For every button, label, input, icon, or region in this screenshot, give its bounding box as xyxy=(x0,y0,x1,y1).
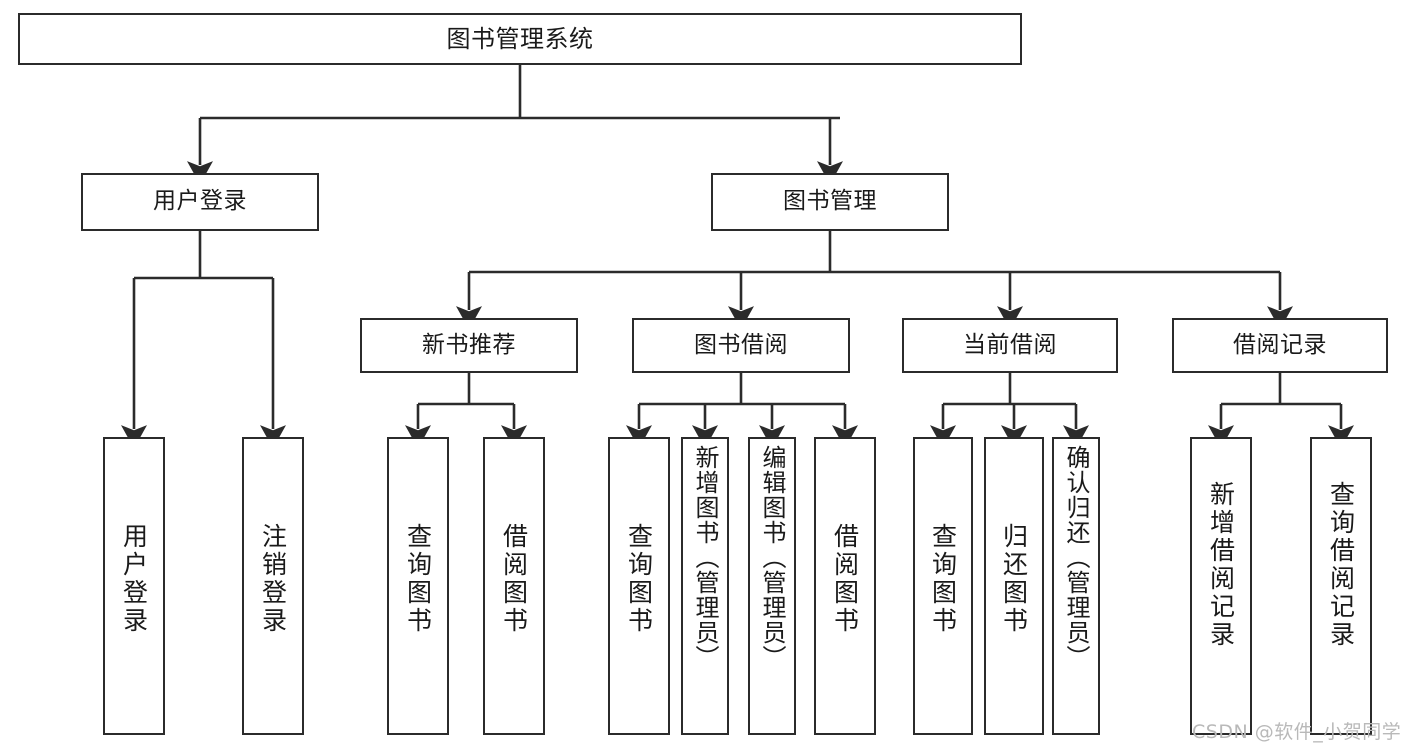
leaf-query-book-3[interactable]: 查询图书 xyxy=(913,437,973,735)
node-new-book-recommend[interactable]: 新书推荐 xyxy=(360,318,578,373)
leaf-return-book-label: 归还图书 xyxy=(999,523,1029,635)
leaf-borrow-book-2-label: 借阅图书 xyxy=(830,523,860,635)
node-root[interactable]: 图书管理系统 xyxy=(18,13,1022,65)
leaf-query-book-2[interactable]: 查询图书 xyxy=(608,437,670,735)
leaf-query-book-1-label: 查询图书 xyxy=(403,523,433,635)
node-book-borrow-label: 图书借阅 xyxy=(694,331,788,358)
leaf-logout-label: 注销登录 xyxy=(258,523,288,635)
leaf-borrow-book-1-label: 借阅图书 xyxy=(499,523,529,635)
leaf-add-borrow-record[interactable]: 新增借阅记录 xyxy=(1190,437,1252,735)
leaf-borrow-book-2[interactable]: 借阅图书 xyxy=(814,437,876,735)
leaf-borrow-book-1[interactable]: 借阅图书 xyxy=(483,437,545,735)
leaf-edit-book-admin[interactable]: 编辑图书（管理员） xyxy=(748,437,796,735)
leaf-query-book-2-label: 查询图书 xyxy=(624,523,654,635)
leaf-user-login[interactable]: 用户登录 xyxy=(103,437,165,735)
node-borrow-record-label: 借阅记录 xyxy=(1233,331,1327,358)
node-book-management-label: 图书管理 xyxy=(783,188,877,215)
leaf-add-borrow-record-label: 新增借阅记录 xyxy=(1206,481,1236,649)
node-new-book-recommend-label: 新书推荐 xyxy=(422,331,516,358)
leaf-confirm-return-admin[interactable]: 确认归还（管理员） xyxy=(1052,437,1100,735)
node-current-borrow-label: 当前借阅 xyxy=(963,331,1057,358)
leaf-confirm-return-admin-label: 确认归还（管理员） xyxy=(1062,445,1090,670)
leaf-query-borrow-record[interactable]: 查询借阅记录 xyxy=(1310,437,1372,735)
node-root-label: 图书管理系统 xyxy=(446,24,594,53)
node-current-borrow[interactable]: 当前借阅 xyxy=(902,318,1118,373)
node-book-borrow[interactable]: 图书借阅 xyxy=(632,318,850,373)
leaf-add-book-admin[interactable]: 新增图书（管理员） xyxy=(681,437,729,735)
leaf-return-book[interactable]: 归还图书 xyxy=(984,437,1044,735)
leaf-user-login-label: 用户登录 xyxy=(119,523,149,635)
leaf-query-book-1[interactable]: 查询图书 xyxy=(387,437,449,735)
leaf-logout[interactable]: 注销登录 xyxy=(242,437,304,735)
leaf-add-book-admin-label: 新增图书（管理员） xyxy=(691,445,719,670)
node-user-login[interactable]: 用户登录 xyxy=(81,173,319,231)
node-book-management[interactable]: 图书管理 xyxy=(711,173,949,231)
leaf-query-book-3-label: 查询图书 xyxy=(928,523,958,635)
node-borrow-record[interactable]: 借阅记录 xyxy=(1172,318,1388,373)
leaf-query-borrow-record-label: 查询借阅记录 xyxy=(1326,481,1356,649)
csdn-watermark: CSDN @软件_小贺同学 xyxy=(1192,721,1402,743)
node-user-login-label: 用户登录 xyxy=(153,188,247,215)
leaf-edit-book-admin-label: 编辑图书（管理员） xyxy=(758,445,786,670)
